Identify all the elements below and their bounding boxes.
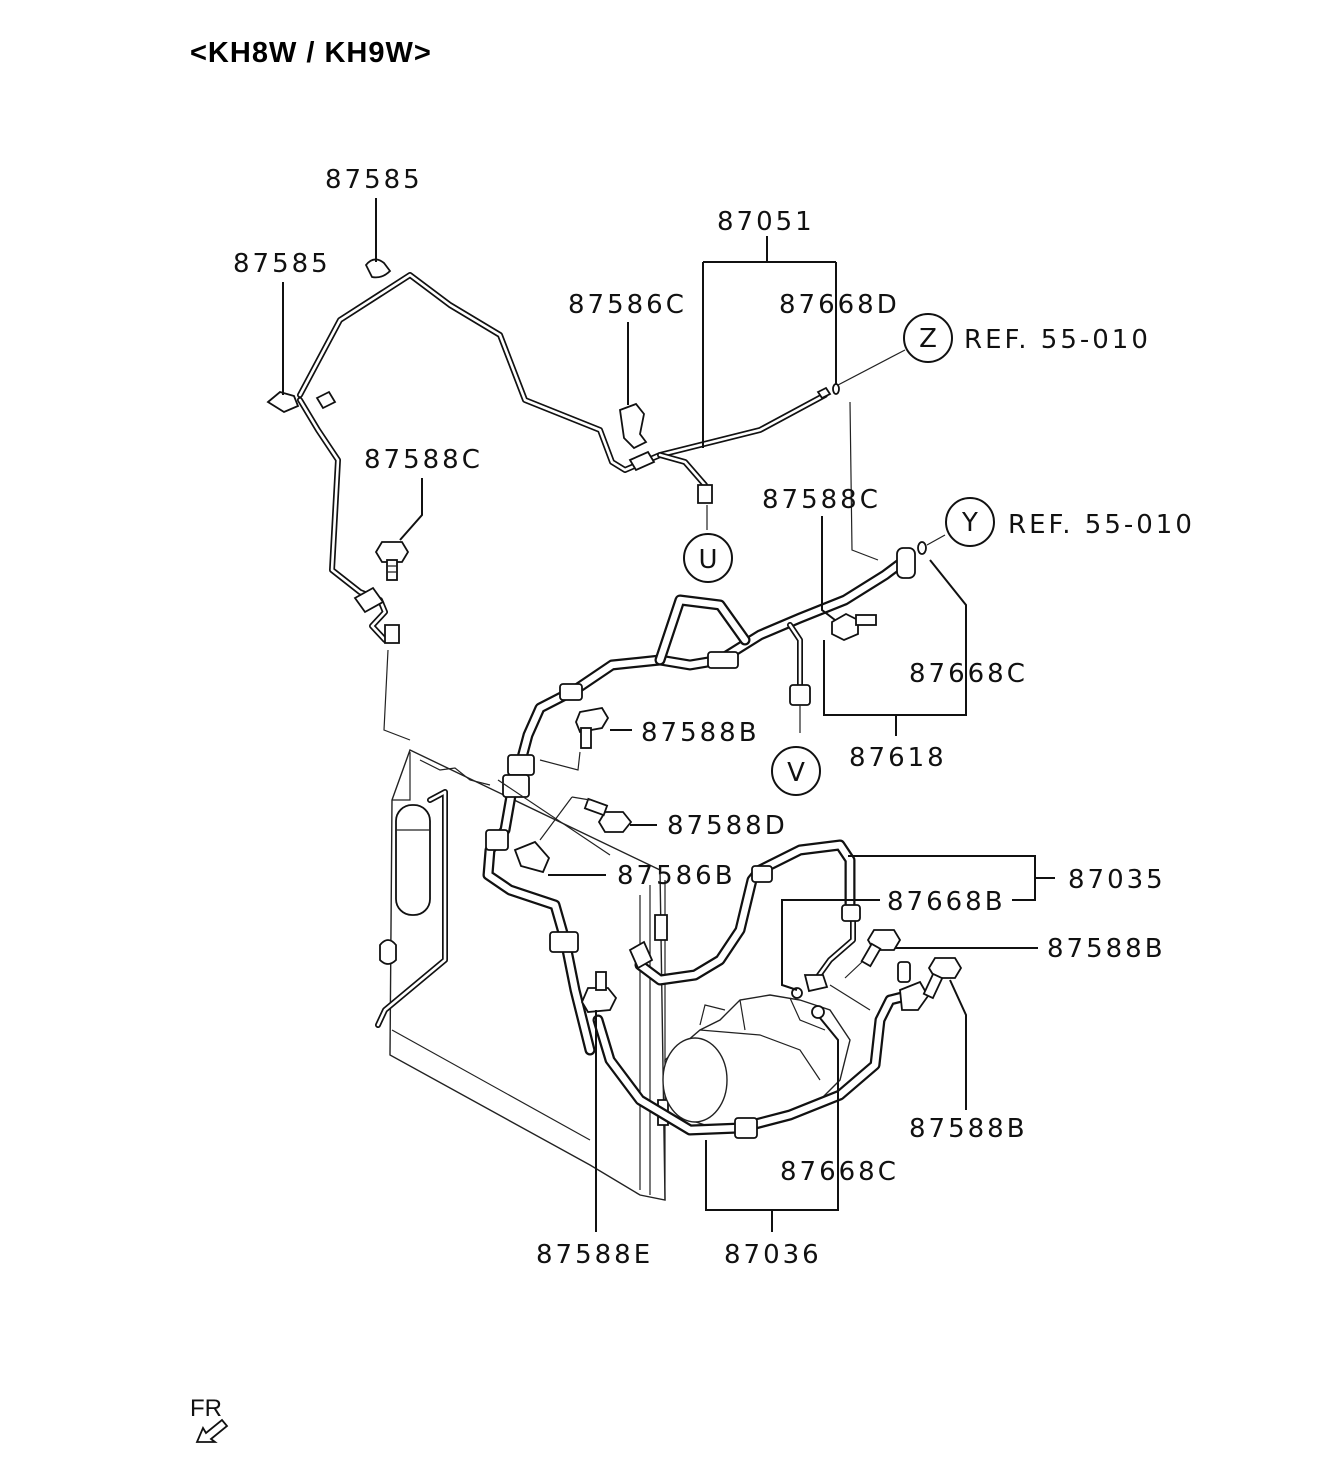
compressor — [662, 994, 851, 1131]
o-ring-87668b — [791, 987, 803, 999]
label-87668c-low: 87668C — [780, 1157, 899, 1187]
connector-u-letter: U — [698, 545, 717, 575]
label-87588b-low: 87588B — [909, 1114, 1028, 1144]
hose-87035 — [628, 839, 861, 993]
label-87588c-left: 87588C — [364, 445, 483, 475]
label-87588c-right: 87588C — [762, 485, 881, 515]
o-ring-87668d — [832, 383, 840, 395]
model-title: <KH8W / KH9W> — [190, 37, 432, 69]
front-direction-indicator: FR — [190, 1395, 229, 1443]
label-87586b: 87586B — [617, 861, 736, 891]
label-87586c: 87586C — [568, 290, 687, 320]
bolt-87588b-right — [860, 929, 902, 968]
connector-u[interactable]: U — [683, 533, 733, 583]
leader-lines — [282, 198, 1055, 1232]
hose-87036 — [592, 961, 930, 1139]
part-labels: 87585 87585 87051 87586C 87668D 87588C 8… — [233, 165, 1166, 1270]
ref-z-text: REF. 55-010 — [964, 325, 1151, 355]
bolt-87588d — [583, 797, 633, 833]
label-87036: 87036 — [724, 1240, 822, 1270]
label-87668b: 87668B — [887, 887, 1006, 917]
label-87588b-mid: 87588B — [641, 718, 760, 748]
o-ring-87668c-right — [917, 541, 927, 555]
connector-v-letter: V — [787, 758, 805, 788]
ref-y-text: REF. 55-010 — [1008, 510, 1195, 540]
label-87585-top: 87585 — [325, 165, 423, 195]
ref-z-letter: Z — [919, 324, 937, 354]
label-87585-left: 87585 — [233, 249, 331, 279]
label-87588e: 87588E — [536, 1240, 653, 1270]
pipe-87618 — [482, 547, 916, 1056]
clip-87586c — [619, 402, 648, 450]
label-87668d: 87668D — [779, 290, 900, 320]
label-87051: 87051 — [717, 207, 815, 237]
clip-87586b — [513, 840, 551, 874]
bolt-87588b-low — [922, 957, 963, 1000]
front-label: FR — [190, 1395, 222, 1422]
clamp-87585-top — [364, 258, 392, 279]
label-87588d: 87588D — [667, 811, 788, 841]
front-arrow-icon — [195, 1418, 229, 1443]
connector-v[interactable]: V — [771, 746, 821, 796]
bolt-87588c-left — [374, 541, 410, 581]
label-87035: 87035 — [1068, 865, 1166, 895]
ref-y[interactable]: Y REF. 55-010 — [945, 497, 1195, 547]
bolt-87588c-right — [831, 612, 877, 641]
label-87588b-right: 87588B — [1047, 934, 1166, 964]
ref-z[interactable]: Z REF. 55-010 — [903, 313, 1151, 363]
ref-y-letter: Y — [961, 508, 978, 538]
bolt-87588e — [580, 971, 618, 1013]
label-87618: 87618 — [849, 743, 947, 773]
clamp-87585-left — [266, 391, 300, 414]
pipe-87051 — [297, 272, 832, 644]
bolt-87588b-mid — [575, 707, 610, 749]
label-87668c-right: 87668C — [909, 659, 1028, 689]
